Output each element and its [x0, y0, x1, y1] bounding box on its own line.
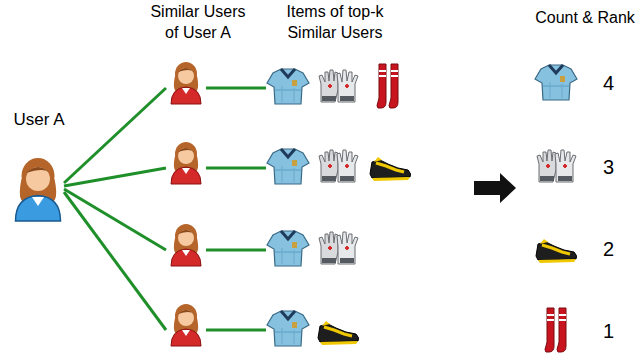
- ranked-item-icons: [535, 65, 577, 352]
- count-number: 3: [603, 154, 633, 180]
- arrow-symbol: [474, 173, 516, 203]
- count-number: 4: [603, 70, 633, 96]
- user-a-icon: [16, 158, 61, 221]
- similar-user-icons: [171, 62, 201, 346]
- link-lines: [64, 88, 266, 330]
- node-label: User A: [6, 110, 72, 130]
- user-node: User A: [6, 110, 72, 130]
- item-icons: [267, 64, 411, 346]
- count-number: 2: [603, 236, 633, 262]
- column-heading: Similar Users of User A: [146, 2, 250, 44]
- count-number: 1: [603, 318, 633, 344]
- column-heading: Items of top-k Similar Users: [275, 2, 395, 44]
- column-heading: Count & Rank: [522, 8, 642, 29]
